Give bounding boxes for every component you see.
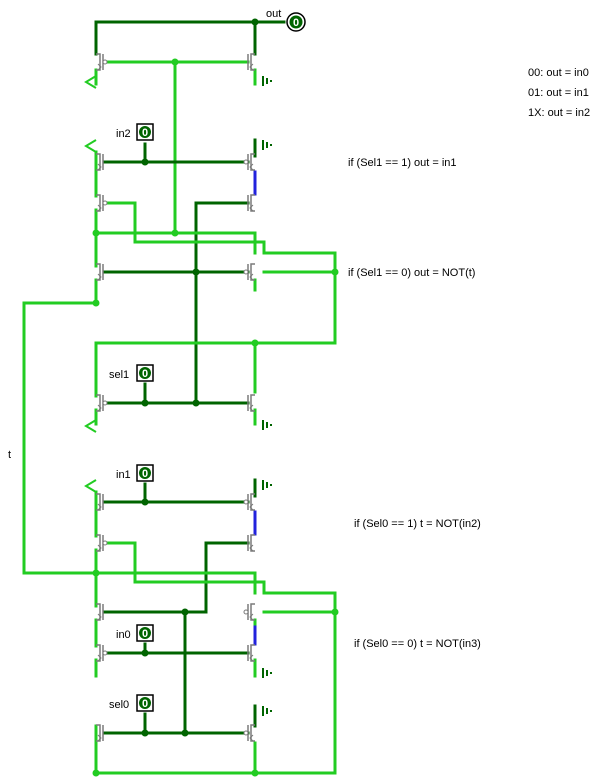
junction [92,569,100,577]
power-icon [84,419,97,433]
wire-sel1-n [194,201,250,405]
transistor [96,493,104,511]
transistor [247,394,255,412]
transistor [96,153,104,171]
junction [141,498,149,506]
transistor [247,644,255,662]
junction [92,229,100,237]
ground-icon [262,420,272,430]
ground-icon [262,706,272,716]
input-label-in1: in1 [116,469,131,481]
annotation-sel1-1: if (Sel1 == 1) out = in1 [348,157,457,169]
transistor [96,263,104,281]
input-label-sel0: sel0 [109,699,129,711]
input-pin-fill [139,627,151,639]
junction [92,299,100,307]
wire-sel1-gate [102,382,250,405]
junction [181,608,189,616]
input-pin-sel0[interactable]: 0 [136,694,154,712]
transistor [243,603,255,621]
input-pin-in0[interactable]: 0 [136,624,154,642]
transistor [243,493,255,511]
junctions [141,18,259,737]
power-icon [84,75,97,89]
output-pin-value: 0 [293,17,299,29]
wire-lower-node [94,541,337,775]
ground-icon [262,480,272,490]
input-pin-in1[interactable]: 0 [136,464,154,482]
transistor [243,263,255,281]
input-pin-value: 0 [142,628,148,640]
input-label-in2: in2 [116,128,131,140]
input-pin-in2[interactable]: 0 [136,123,154,141]
junction [171,58,179,66]
output-label: out [266,8,281,20]
transistor [96,603,104,621]
output-pin[interactable]: 0 [286,12,306,32]
input-pin-fill [139,367,151,379]
transistor [243,724,255,742]
junction [92,769,100,777]
transistor [96,534,108,552]
wire-sel0-gate [102,712,250,735]
ground-icon [262,76,272,86]
input-label-in0: in0 [116,629,131,641]
wire-in1-gate [102,482,250,504]
junction [171,229,179,237]
transistor [243,153,255,171]
wire-out-bus [94,20,286,56]
transistor [247,194,255,212]
transistor [247,53,255,71]
junction [141,729,149,737]
ground-icon [262,668,272,678]
transistors [96,53,255,742]
input-pin-value: 0 [142,127,148,139]
junction [141,399,149,407]
wires [22,20,337,775]
truth-table-row: 01: out = in1 [528,87,589,99]
wire-out-gate [94,60,250,235]
junction [251,339,259,347]
junction [141,649,149,657]
transistor [96,394,108,412]
input-pin-fill [139,467,151,479]
junctions-light [92,58,339,777]
input-pin-fill [139,126,151,138]
annotation-sel0-1: if (Sel0 == 1) t = NOT(in2) [354,518,481,530]
junction [141,158,149,166]
power-icon [84,479,97,493]
annotation-sel0-0: if (Sel0 == 0) t = NOT(in3) [354,638,481,650]
transistor [96,644,108,662]
input-pin-value: 0 [142,368,148,380]
ground-icon [262,140,272,150]
wire-in0-gate [102,642,250,655]
power-icon [84,139,97,153]
junction [251,769,259,777]
transistor [96,724,104,742]
annotation-sel1-0: if (Sel1 == 0) out = NOT(t) [348,267,475,279]
wire-upper-node [22,201,337,575]
junction [181,729,189,737]
input-pin-sel1[interactable]: 0 [136,364,154,382]
wire-label-t: t [8,449,11,461]
output-pin-fill [289,15,303,29]
junction [331,268,339,276]
transistor [247,534,255,552]
truth-table-row: 00: out = in0 [528,67,589,79]
truth-table-row: 1X: out = in2 [528,107,590,119]
transistor [96,194,108,212]
transistor [96,53,108,71]
input-label-sel1: sel1 [109,369,129,381]
input-pin-value: 0 [142,468,148,480]
junction [251,18,259,26]
input-pin-fill [139,697,151,709]
input-pin-value: 0 [142,698,148,710]
supplies [84,75,272,716]
junction [331,608,339,616]
junction [192,268,200,276]
wire-sel0-n [102,541,250,735]
junction [192,399,200,407]
